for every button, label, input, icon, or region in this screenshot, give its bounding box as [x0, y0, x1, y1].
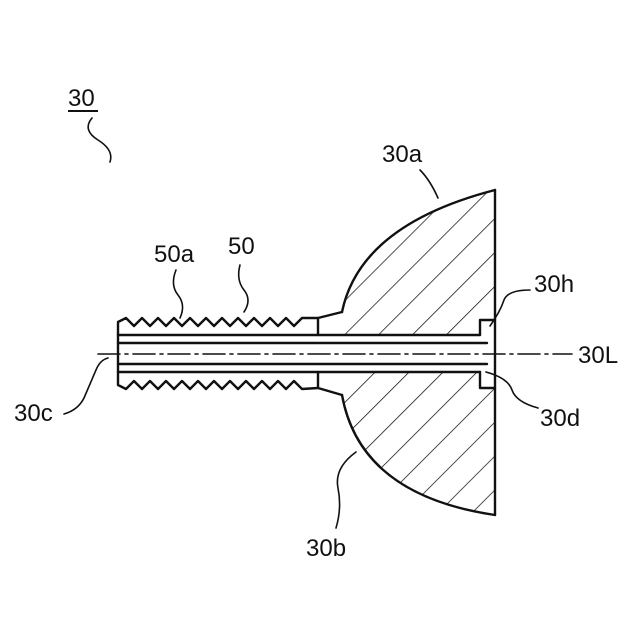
- label-50: 50: [228, 233, 255, 260]
- leader-50: [239, 265, 248, 312]
- label-30c: 30c: [14, 400, 53, 427]
- leader-30b: [336, 452, 356, 528]
- upper-shoulder-outline: [318, 312, 342, 335]
- label-30: 30: [68, 85, 95, 112]
- lower-thread-profile: [118, 372, 318, 389]
- leader-30: [88, 118, 111, 162]
- lower-shoulder-outline: [318, 372, 342, 395]
- head-lower-section: [300, 360, 510, 530]
- label-30b: 30b: [306, 535, 346, 562]
- label-30h: 30h: [534, 271, 574, 298]
- leader-30c: [64, 358, 108, 414]
- label-50a: 50a: [154, 241, 195, 268]
- upper-thread-profile: [118, 318, 318, 335]
- leader-30a: [420, 170, 438, 198]
- label-30L: 30L: [578, 342, 618, 369]
- label-30d: 30d: [540, 405, 580, 432]
- leader-50a: [173, 270, 182, 318]
- head-upper-section: [300, 180, 510, 350]
- label-30a: 30a: [382, 141, 423, 168]
